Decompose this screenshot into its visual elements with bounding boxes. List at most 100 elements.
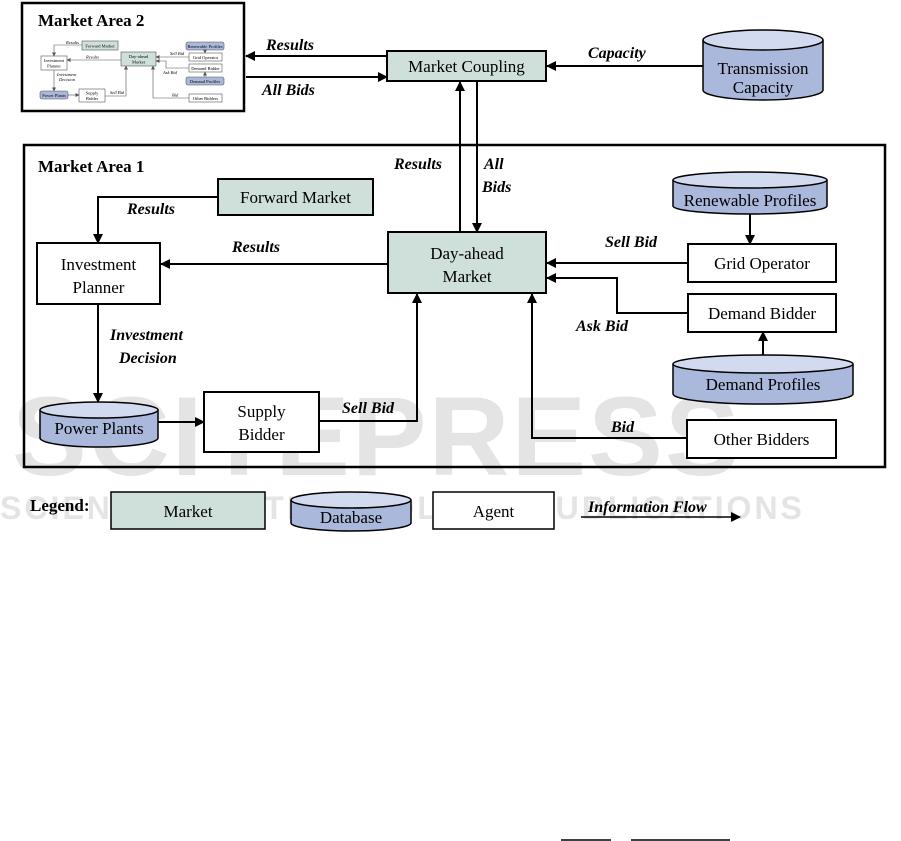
renewable-profiles-top bbox=[672, 171, 828, 189]
demand-bidder-label: Demand Bidder bbox=[708, 304, 816, 323]
demand-profiles-database: Demand Profiles bbox=[672, 354, 854, 405]
flow-label-sell-bid-grid: Sell Bid bbox=[605, 234, 658, 251]
demand-profiles-top bbox=[672, 354, 854, 374]
power-plants-label: Power Plants bbox=[54, 419, 143, 438]
market-area-2: Market Area 2 Forward Market Investment … bbox=[20, 1, 246, 113]
legend-title: Legend: bbox=[30, 496, 90, 515]
legend-database-body bbox=[290, 500, 412, 532]
mini-power-plants-label: Power Plants bbox=[42, 93, 66, 98]
mini-renewable-profiles-label: Renewable Profiles bbox=[187, 44, 222, 49]
legend-market-swatch bbox=[110, 491, 266, 530]
mini-flow-sell-bid-grid: Sell Bid bbox=[170, 51, 185, 56]
mini-investment-planner-label-1: Investment bbox=[44, 58, 65, 63]
day-ahead-market-node: Day-ahead Market bbox=[387, 231, 547, 294]
forward-market-node: Forward Market bbox=[217, 178, 374, 216]
transmission-capacity-body bbox=[702, 40, 824, 101]
mini-other-bidders-label: Other Bidders bbox=[193, 96, 219, 101]
demand-profiles-body bbox=[672, 364, 854, 405]
legend-agent-swatch bbox=[432, 491, 555, 530]
transmission-capacity-label-2: Capacity bbox=[733, 78, 794, 97]
power-plants-database: Power Plants bbox=[39, 401, 159, 448]
flow-label-results-top: Results bbox=[265, 37, 314, 54]
renewable-profiles-database: Renewable Profiles bbox=[672, 171, 828, 215]
flow-label-all-bids-top: All Bids bbox=[261, 82, 315, 99]
power-plants-top bbox=[39, 401, 159, 419]
transmission-capacity-top bbox=[702, 29, 824, 51]
flow-forward-results bbox=[93, 196, 218, 244]
flow-other-bid bbox=[527, 293, 687, 439]
mini-flow-results-day-ahead: Results bbox=[85, 55, 99, 60]
demand-bidder-box bbox=[687, 293, 837, 333]
legend-database-label: Database bbox=[320, 508, 382, 527]
flow-ask-bid bbox=[546, 273, 688, 314]
flow-label-sell-bid-supply: Sell Bid bbox=[342, 400, 395, 417]
flow-supply-sell-bid bbox=[319, 293, 422, 422]
grid-operator-node: Grid Operator bbox=[687, 243, 837, 283]
mini-forward-market-label: Forward Market bbox=[85, 44, 115, 49]
mini-flow-sell-bid-supply: Sell Bid bbox=[110, 90, 125, 95]
mini-demand-bidder-label: Demand Bidder bbox=[191, 66, 220, 71]
flow-label-investment-decision-2: Decision bbox=[118, 350, 177, 367]
demand-profiles-label: Demand Profiles bbox=[706, 375, 821, 394]
mini-grid-operator-label: Grid Operator bbox=[193, 55, 219, 60]
mini-investment-planner-label-2: Planner bbox=[47, 64, 61, 69]
flow-label-all-bids-2: Bids bbox=[481, 179, 511, 196]
legend-flow-label: Information Flow bbox=[587, 499, 707, 516]
investment-planner-label-1: Investment bbox=[61, 255, 137, 274]
market-area-1-frame bbox=[22, 143, 887, 469]
mini-day-ahead-label-1: Day-ahead bbox=[129, 54, 149, 59]
legend: Legend: Market Database Agent Informatio… bbox=[30, 491, 741, 532]
demand-bidder-node: Demand Bidder bbox=[687, 293, 837, 333]
mini-flow-investment-decision-2: Decision bbox=[58, 77, 76, 82]
mini-forward-market bbox=[81, 40, 119, 51]
transmission-capacity-database: Transmission Capacity bbox=[702, 29, 824, 101]
flow-label-results-forward: Results bbox=[126, 201, 175, 218]
other-bidders-node: Other Bidders bbox=[686, 419, 837, 459]
market-area-1-title: Market Area 1 bbox=[38, 157, 144, 176]
market-area-1: Market Area 1 bbox=[22, 143, 887, 469]
other-bidders-label: Other Bidders bbox=[714, 430, 810, 449]
flow-label-investment-decision-1: Investment bbox=[109, 327, 183, 344]
day-ahead-market-label-1: Day-ahead bbox=[430, 244, 504, 263]
mini-flow-bid: Bid bbox=[172, 93, 179, 98]
mini-flow-results-forward: Results bbox=[65, 40, 79, 45]
legend-database-top bbox=[290, 491, 412, 509]
day-ahead-market-label-2: Market bbox=[442, 267, 491, 286]
mini-flow-ask-bid: Ask Bid bbox=[162, 70, 178, 75]
supply-bidder-label-2: Bidder bbox=[238, 425, 285, 444]
market-coupling-label: Market Coupling bbox=[408, 57, 525, 76]
transmission-capacity-label-1: Transmission bbox=[717, 59, 809, 78]
flow-label-capacity: Capacity bbox=[588, 45, 647, 62]
legend-market-label: Market bbox=[163, 502, 212, 521]
legend-agent-label: Agent bbox=[473, 502, 515, 521]
mini-day-ahead-label-2: Market bbox=[132, 60, 146, 65]
mini-supply-bidder-label-1: Supply bbox=[86, 91, 100, 96]
other-bidders-box bbox=[686, 419, 837, 459]
market-area-2-title: Market Area 2 bbox=[38, 11, 144, 30]
supply-bidder-label-1: Supply bbox=[237, 402, 286, 421]
investment-planner-label-2: Planner bbox=[73, 278, 125, 297]
supply-bidder-node: Supply Bidder bbox=[203, 391, 320, 453]
grid-operator-box bbox=[687, 243, 837, 283]
market-coupling-box bbox=[386, 50, 547, 82]
flow-label-ask-bid: Ask Bid bbox=[575, 318, 629, 335]
market-coupling-node: Market Coupling bbox=[386, 50, 547, 82]
renewable-profiles-label: Renewable Profiles bbox=[684, 191, 817, 210]
grid-operator-label: Grid Operator bbox=[714, 254, 810, 273]
flow-label-all-bids-1: All bbox=[483, 156, 504, 173]
flow-label-bid: Bid bbox=[610, 419, 635, 436]
market-area-2-mini-diagram: Forward Market Investment Planner Day-ah… bbox=[39, 40, 225, 103]
flow-label-results-up: Results bbox=[393, 156, 442, 173]
top-flows bbox=[245, 51, 703, 233]
power-plants-body bbox=[39, 410, 159, 448]
market-area-1-flows bbox=[93, 196, 768, 439]
flow-label-results-day-ahead: Results bbox=[231, 239, 280, 256]
forward-market-label: Forward Market bbox=[240, 188, 351, 207]
investment-planner-box bbox=[36, 242, 161, 305]
mini-flow-investment-decision-1: Investment bbox=[56, 72, 77, 77]
mini-supply-bidder-label-2: Bidder bbox=[86, 96, 99, 101]
mini-demand-profiles-label: Demand Profiles bbox=[190, 79, 221, 84]
investment-planner-node: Investment Planner bbox=[36, 242, 161, 305]
